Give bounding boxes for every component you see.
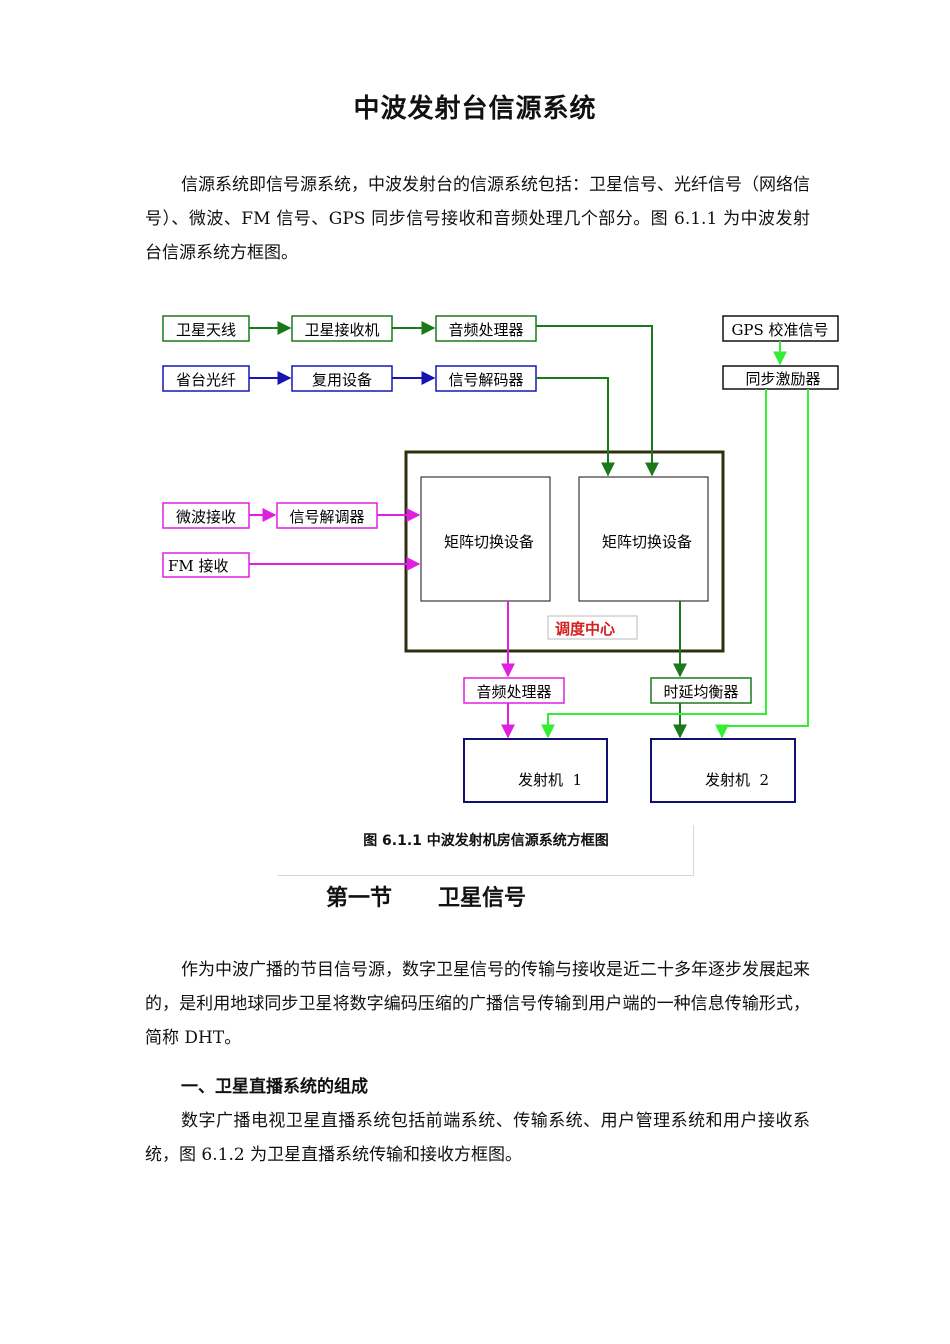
section-title: 第一节 卫星信号 [326, 886, 526, 911]
sat-antenna-label: 卫星天线 [176, 321, 236, 339]
delay-equalizer-label: 时延均衡器 [663, 683, 738, 701]
sync-exciter-label: 同步激励器 [745, 370, 820, 388]
fm-box [162, 552, 250, 578]
microwave-label: 微波接收 [176, 508, 236, 526]
caption-rule-vertical [693, 825, 694, 876]
sub-paragraph: 数字广播电视卫星直播系统包括前端系统、传输系统、用户管理系统和用户接收系统，图 … [145, 1111, 810, 1165]
transmitter-1-box [463, 738, 608, 803]
caption-rule [278, 875, 694, 876]
decoder-label: 信号解码器 [448, 371, 523, 389]
microwave-box [162, 502, 250, 529]
dispatch-center-label: 调度中心 [555, 620, 615, 638]
transmitter-2-box [650, 738, 796, 803]
gps-ref-label: GPS 校准信号 [731, 321, 828, 339]
transmitter-1-label: 发射机 1 [518, 771, 582, 789]
fm-label: FM 接收 [168, 557, 229, 575]
matrix-switch-right-label: 矩阵切换设备 [602, 533, 692, 551]
arrow-exciter-to-tx1 [541, 389, 767, 739]
delay-equalizer-box [650, 677, 752, 704]
demodulator-label: 信号解调器 [289, 508, 364, 526]
sync-exciter-box [722, 365, 839, 390]
mux-label: 复用设备 [312, 371, 372, 389]
matrix-switch-left-box [420, 476, 551, 602]
page-title: 中波发射台信源系统 [353, 94, 597, 124]
transmitter-2-label: 发射机 2 [705, 771, 769, 789]
sat-antenna-box [162, 315, 250, 342]
audio-processor-bottom-box [463, 677, 565, 704]
dispatch-center-label-box [547, 615, 638, 640]
arrow-exciter-to-tx2 [715, 389, 809, 739]
dispatch-center-frame [404, 450, 725, 653]
intro-paragraph: 信源系统即信号源系统，中波发射台的信源系统包括：卫星信号、光纤信号（网络信号）、… [145, 175, 810, 263]
mux-box [291, 365, 393, 392]
sat-receiver-label: 卫星接收机 [304, 321, 379, 339]
section-paragraph: 作为中波广播的节目信号源，数字卫星信号的传输与接收是近二十多年逐步发展起来的，是… [145, 960, 810, 1048]
figure-caption: 图 6.1.1 中波发射机房信源系统方框图 [363, 833, 609, 849]
subheading: 一、卫星直播系统的组成 [181, 1077, 368, 1097]
audio-processor-top-box [435, 315, 537, 342]
arrow-audio-to-matrix-right [536, 325, 659, 477]
sat-receiver-box [291, 315, 393, 342]
fiber-label: 省台光纤 [176, 371, 236, 389]
matrix-switch-right-box [578, 476, 709, 602]
matrix-switch-left-label: 矩阵切换设备 [444, 533, 534, 551]
audio-processor-bottom-label: 音频处理器 [476, 683, 551, 701]
arrow-decoder-to-matrix-right [536, 377, 615, 477]
gps-ref-box [722, 315, 839, 342]
demodulator-box [276, 502, 378, 529]
audio-processor-top-label: 音频处理器 [448, 321, 523, 339]
decoder-box [435, 365, 537, 392]
